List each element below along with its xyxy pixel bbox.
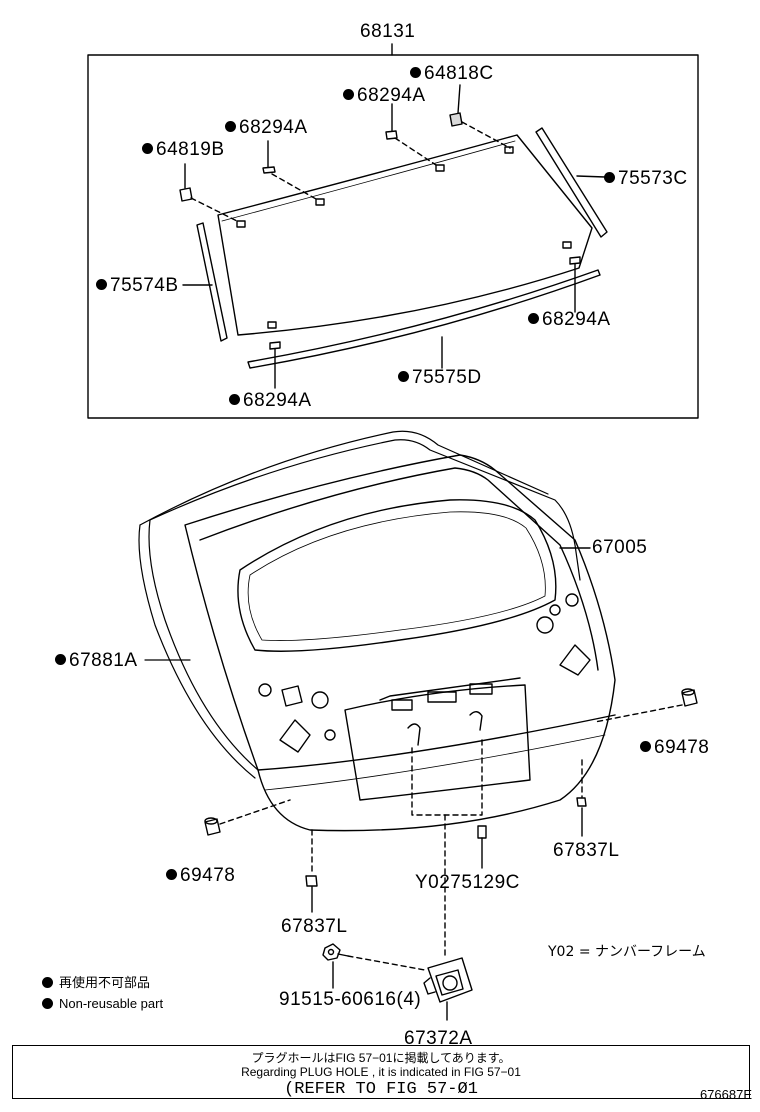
clip-68294a-left <box>262 140 317 200</box>
label-y0275129c: Y0275129C <box>415 872 520 893</box>
label-67005: 67005 <box>592 537 648 558</box>
lock-67372a <box>423 957 473 1021</box>
figure-id: 676687E <box>699 1087 752 1102</box>
assembly-box-68131 <box>87 54 699 419</box>
label-64819b: 64819B <box>142 140 225 159</box>
label-68294a-top: 68294A <box>343 86 426 105</box>
clip-64818c <box>449 84 511 149</box>
label-67837l-left: 67837L <box>281 916 348 937</box>
label-75574b: 75574B <box>96 276 179 295</box>
molding-75573c <box>535 127 608 238</box>
label-67881a: 67881A <box>55 651 138 670</box>
label-68294a-right: 68294A <box>528 310 611 329</box>
legend-bullet-icon <box>42 998 53 1009</box>
legend-en: Non-reusable part <box>42 997 163 1010</box>
cushion-69478-right <box>594 688 698 723</box>
note-en: Regarding PLUG HOLE , it is indicated in… <box>241 1065 521 1079</box>
label-68294a-left: 68294A <box>225 118 308 137</box>
clip-68294a-bottom <box>269 341 281 389</box>
label-91515: 91515-60616(4) <box>279 989 422 1010</box>
label-69478-left: 69478 <box>166 866 235 885</box>
back-window-glass <box>217 134 593 336</box>
clip-68294a-top <box>385 103 437 166</box>
note-ref: (REFER TO FIG 57-Ø1 <box>284 1080 478 1099</box>
label-64818c: 64818C <box>410 64 494 83</box>
back-door-panel-67005 <box>184 454 616 832</box>
stopper-67837l-left <box>305 829 318 913</box>
label-67372a: 67372A <box>404 1028 473 1049</box>
legend-bullet-icon <box>42 977 53 988</box>
clip-68294a-right <box>569 256 581 313</box>
cushion-69478-left <box>204 799 291 836</box>
clip-64819b <box>179 163 238 222</box>
plug-hole-note: プラグホールはFIG 57−01に掲載してあります。 Regarding PLU… <box>12 1045 750 1099</box>
molding-75574b <box>182 222 228 342</box>
part-y0275129c <box>411 739 487 869</box>
label-75573c: 75573C <box>604 169 688 188</box>
stopper-67837l-right <box>576 759 587 837</box>
y02-note: Y02 = ナンバーフレーム <box>548 944 706 960</box>
label-67837l-right: 67837L <box>553 840 620 861</box>
molding-75575d <box>247 269 601 369</box>
legend-ja: 再使用不可部品 <box>42 976 150 989</box>
label-68131: 68131 <box>360 21 416 42</box>
label-69478-right: 69478 <box>640 738 709 757</box>
label-75575d: 75575D <box>398 368 482 387</box>
note-ja: プラグホールはFIG 57−01に掲載してあります。 <box>251 1051 511 1065</box>
bolt-91515 <box>322 943 426 989</box>
weatherstrip-67881a <box>138 430 581 779</box>
label-68294a-bottom: 68294A <box>229 391 312 410</box>
